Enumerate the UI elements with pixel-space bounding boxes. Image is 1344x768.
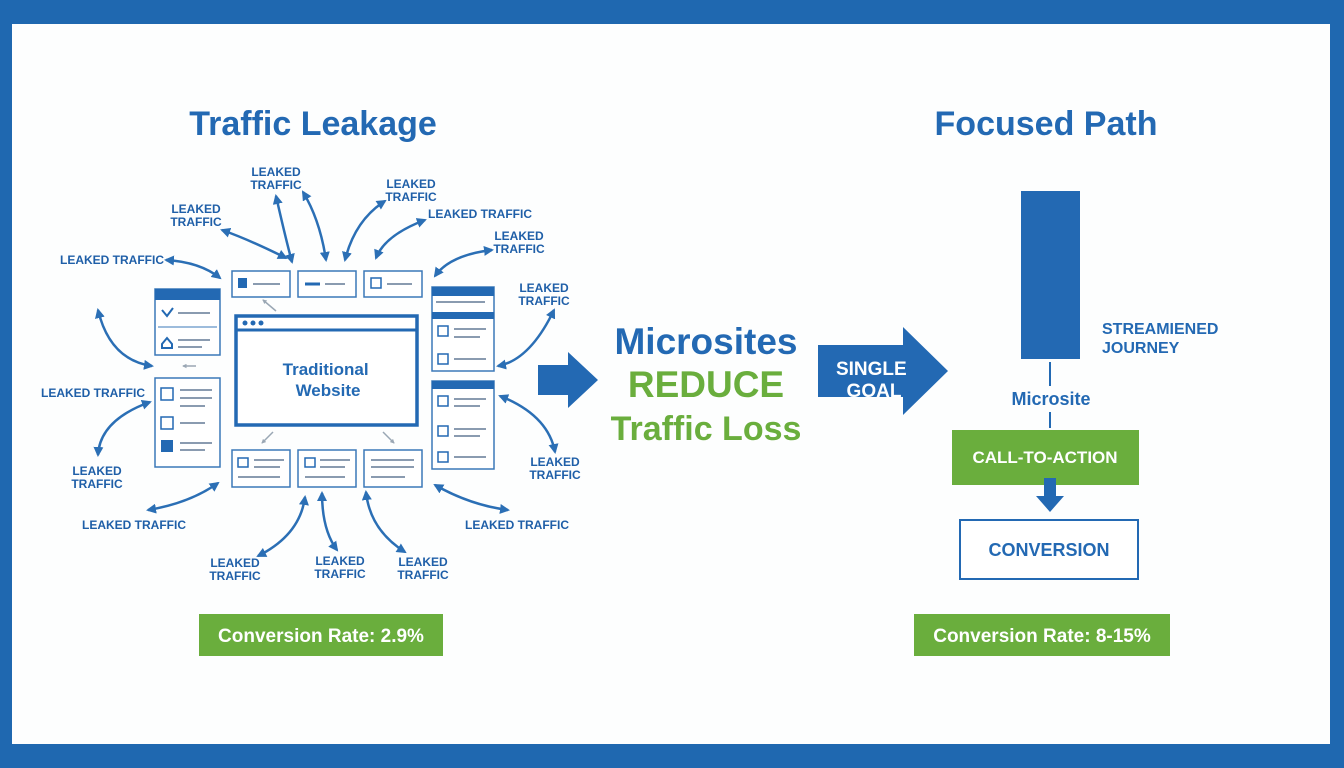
leaked-label: LEAKED	[530, 455, 580, 469]
right-conversion-rate: Conversion Rate: 8-15%	[933, 626, 1151, 647]
leaked-label: LEAKED TRAFFIC	[41, 386, 145, 400]
single-goal-label-line1: SINGLE	[836, 359, 907, 380]
journey-label-line2: JOURNEY	[1102, 340, 1180, 357]
infographic-frame: Traffic Leakage Traditional Website	[12, 24, 1330, 744]
page-card-top-1	[231, 270, 291, 298]
leaked-label: LEAKED	[315, 554, 365, 568]
leaked-label: LEAKED	[398, 555, 448, 569]
check-icon	[161, 307, 174, 318]
center-line1: Microsites	[614, 321, 797, 362]
right-conversion-badge: Conversion Rate: 8-15%	[914, 614, 1170, 656]
card-icon	[370, 277, 382, 289]
cta-label: CALL-TO-ACTION	[972, 448, 1117, 467]
page-card-right-1	[431, 286, 495, 372]
conversion-box: CONVERSION	[959, 519, 1139, 580]
leaked-label: LEAKED	[72, 464, 122, 478]
page-card-left-2	[154, 377, 221, 468]
leak-arrows	[93, 190, 559, 558]
browser-dots-icon	[242, 320, 264, 326]
page-card-top-2	[297, 270, 357, 298]
left-conversion-rate: Conversion Rate: 2.9%	[218, 626, 424, 647]
center-line2: REDUCE	[628, 364, 784, 405]
left-conversion-badge: Conversion Rate: 2.9%	[199, 614, 443, 656]
page-card-bottom-1	[231, 449, 291, 488]
leaked-label: LEAKED TRAFFIC	[428, 207, 532, 221]
infographic-canvas: Traffic Leakage Traditional Website	[41, 105, 1223, 656]
arrow-down-icon	[1036, 478, 1064, 512]
leaked-label: LEAKED TRAFFIC	[60, 253, 164, 267]
page-card-top-3	[363, 270, 423, 298]
leaked-label: LEAKED	[171, 202, 221, 216]
single-goal-arrow: SINGLE GOAL	[818, 327, 948, 415]
journey-label-line1: STREAMIENED	[1102, 321, 1218, 338]
svg-text:Traditional Website: Traditional Website	[283, 360, 374, 400]
svg-text:SINGLE GOAL: SINGLE GOAL	[836, 359, 912, 402]
inner-arrows	[182, 299, 395, 444]
cta-box: CALL-TO-ACTION	[952, 430, 1139, 485]
center-line3: Traffic Loss	[611, 410, 802, 448]
leaked-label: LEAKED TRAFFIC	[465, 518, 569, 532]
svg-text:STREAMIENED JOURNEY: STREAMIENED JOURNEY	[1102, 321, 1223, 357]
conversion-label: CONVERSION	[988, 540, 1109, 560]
right-panel-title: Focused Path	[935, 105, 1158, 143]
microsite-label: Microsite	[1011, 389, 1090, 409]
focused-path-bar	[1021, 191, 1080, 359]
single-goal-label-line2: GOAL	[847, 381, 902, 402]
arrow-right-icon	[818, 327, 948, 415]
page-card-left-1	[154, 288, 221, 356]
traditional-website-label-line2: Website	[296, 381, 361, 400]
leaked-label: LEAKED	[210, 556, 260, 570]
leaked-label: LEAKED	[519, 281, 569, 295]
page-card-bottom-2	[297, 449, 357, 488]
arrow-right-icon	[538, 352, 598, 408]
page-card-right-2	[431, 380, 495, 470]
traditional-website-label-line1: Traditional	[283, 360, 369, 379]
left-panel-title: Traffic Leakage	[189, 105, 437, 143]
leaked-label: LEAKED	[251, 165, 301, 179]
leaked-label: LEAKED TRAFFIC	[82, 518, 186, 532]
page-card-bottom-3	[363, 449, 423, 488]
traditional-website-window: Traditional Website	[234, 314, 419, 427]
leaked-label: LEAKED	[494, 229, 544, 243]
leaked-label: LEAKED	[386, 177, 436, 191]
home-icon	[161, 336, 173, 349]
card-icon	[238, 278, 247, 288]
